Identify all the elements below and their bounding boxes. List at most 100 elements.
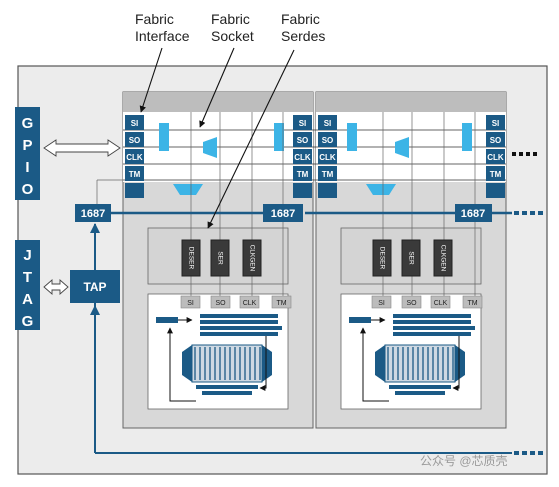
block-label: CLKGEN <box>248 245 255 272</box>
serdes-block: SER <box>401 239 421 277</box>
detail-left-wing <box>182 345 192 382</box>
serdes-port: TM <box>271 295 292 309</box>
detail-stripe <box>200 326 282 330</box>
port-label: TM <box>490 170 502 179</box>
serdes-port-label: SI <box>187 300 194 307</box>
block-body <box>181 239 201 277</box>
detail-stripe <box>200 314 278 318</box>
port-letter: O <box>22 181 34 198</box>
port-label: SI <box>324 119 332 128</box>
bus-label: 1687 <box>271 208 295 220</box>
port-box <box>293 149 312 164</box>
port-box <box>293 115 312 130</box>
block-label: DESER <box>378 247 385 270</box>
port-box <box>125 166 144 181</box>
detail-base <box>196 385 258 389</box>
serdes-port: SI <box>371 295 392 309</box>
jtag-bidir-arrow <box>43 279 69 295</box>
callout-line: Interface <box>135 28 190 44</box>
detail-base <box>202 391 252 395</box>
ieee-1687-bus <box>90 211 543 455</box>
gpio-bidir-arrow <box>43 139 121 157</box>
port-box-blank <box>125 183 144 198</box>
detail-left-wing <box>375 345 385 382</box>
serdes-detail-1 <box>156 314 282 402</box>
bus-label: 1687 <box>461 208 485 220</box>
serdes-port-box <box>271 295 292 309</box>
port-label: SO <box>490 136 502 145</box>
port-label: CLK <box>487 153 504 162</box>
bus-node-1687-c: 1687 <box>455 204 492 222</box>
port-box-blank <box>293 183 312 198</box>
port-box <box>318 132 337 147</box>
detail-right-wing <box>262 345 272 382</box>
port-letter: P <box>22 137 32 154</box>
port-label: SI <box>131 119 139 128</box>
port-letter: G <box>22 313 34 330</box>
bus-label: 1687 <box>81 208 105 220</box>
callout-fabric-socket: Fabric Socket <box>211 11 254 45</box>
serdes-port: TM <box>462 295 483 309</box>
detail-stripe <box>393 326 475 330</box>
port-letter: J <box>23 247 31 264</box>
detail-arrow <box>259 336 267 391</box>
serdes-port-label: CLK <box>434 300 448 307</box>
block-body <box>210 239 230 277</box>
socket-elements-2 <box>347 123 472 195</box>
port-label: TM <box>322 170 334 179</box>
detail-arrow <box>167 327 196 402</box>
detail-base <box>395 391 445 395</box>
detail-stripe <box>393 314 471 318</box>
serdes-port-box <box>371 295 392 309</box>
block-body <box>372 239 392 277</box>
detail-grid <box>191 344 263 383</box>
port-box-blank <box>486 183 505 198</box>
detail-stripe <box>200 332 278 336</box>
port-box <box>125 149 144 164</box>
port-label: TM <box>297 170 309 179</box>
detail-right-wing <box>455 345 465 382</box>
block-label: CLKGEN <box>439 245 446 272</box>
port-label: SI <box>299 119 307 128</box>
port-label: SI <box>492 119 500 128</box>
callout-fabric-serdes: Fabric Serdes <box>281 11 325 45</box>
port-box <box>318 166 337 181</box>
serdes-port-label: TM <box>276 300 286 307</box>
serdes-detail-2 <box>349 314 475 402</box>
detail-stripe <box>393 332 471 336</box>
socket-elements-1 <box>159 123 284 195</box>
port-box <box>486 132 505 147</box>
fabric-signal-lines <box>123 129 506 181</box>
callout-line: Fabric <box>135 11 174 27</box>
serdes-port-label: SI <box>378 300 385 307</box>
continuation-dots <box>512 152 537 156</box>
block-body <box>401 239 421 277</box>
serdes-port: SO <box>210 295 231 309</box>
tap-label: TAP <box>83 280 106 294</box>
port-box <box>486 115 505 130</box>
port-box <box>293 132 312 147</box>
serdes-block: DESER <box>181 239 201 277</box>
detail-stripe <box>200 320 278 324</box>
port-box-blank <box>318 183 337 198</box>
serdes-port: SI <box>180 295 201 309</box>
port-box <box>486 166 505 181</box>
detail-base <box>389 385 451 389</box>
block-body <box>242 239 262 277</box>
port-label: CLK <box>126 153 143 162</box>
detail-bar <box>349 317 371 323</box>
serdes-port-box <box>401 295 422 309</box>
serdes-port-box <box>430 295 451 309</box>
serdes-port: CLK <box>239 295 260 309</box>
watermark-text: 公众号 @芯质壳 <box>420 454 508 468</box>
serdes-port: CLK <box>430 295 451 309</box>
callout-line: Fabric <box>281 11 320 27</box>
block-label: SER <box>216 251 223 265</box>
port-label: SO <box>322 136 334 145</box>
